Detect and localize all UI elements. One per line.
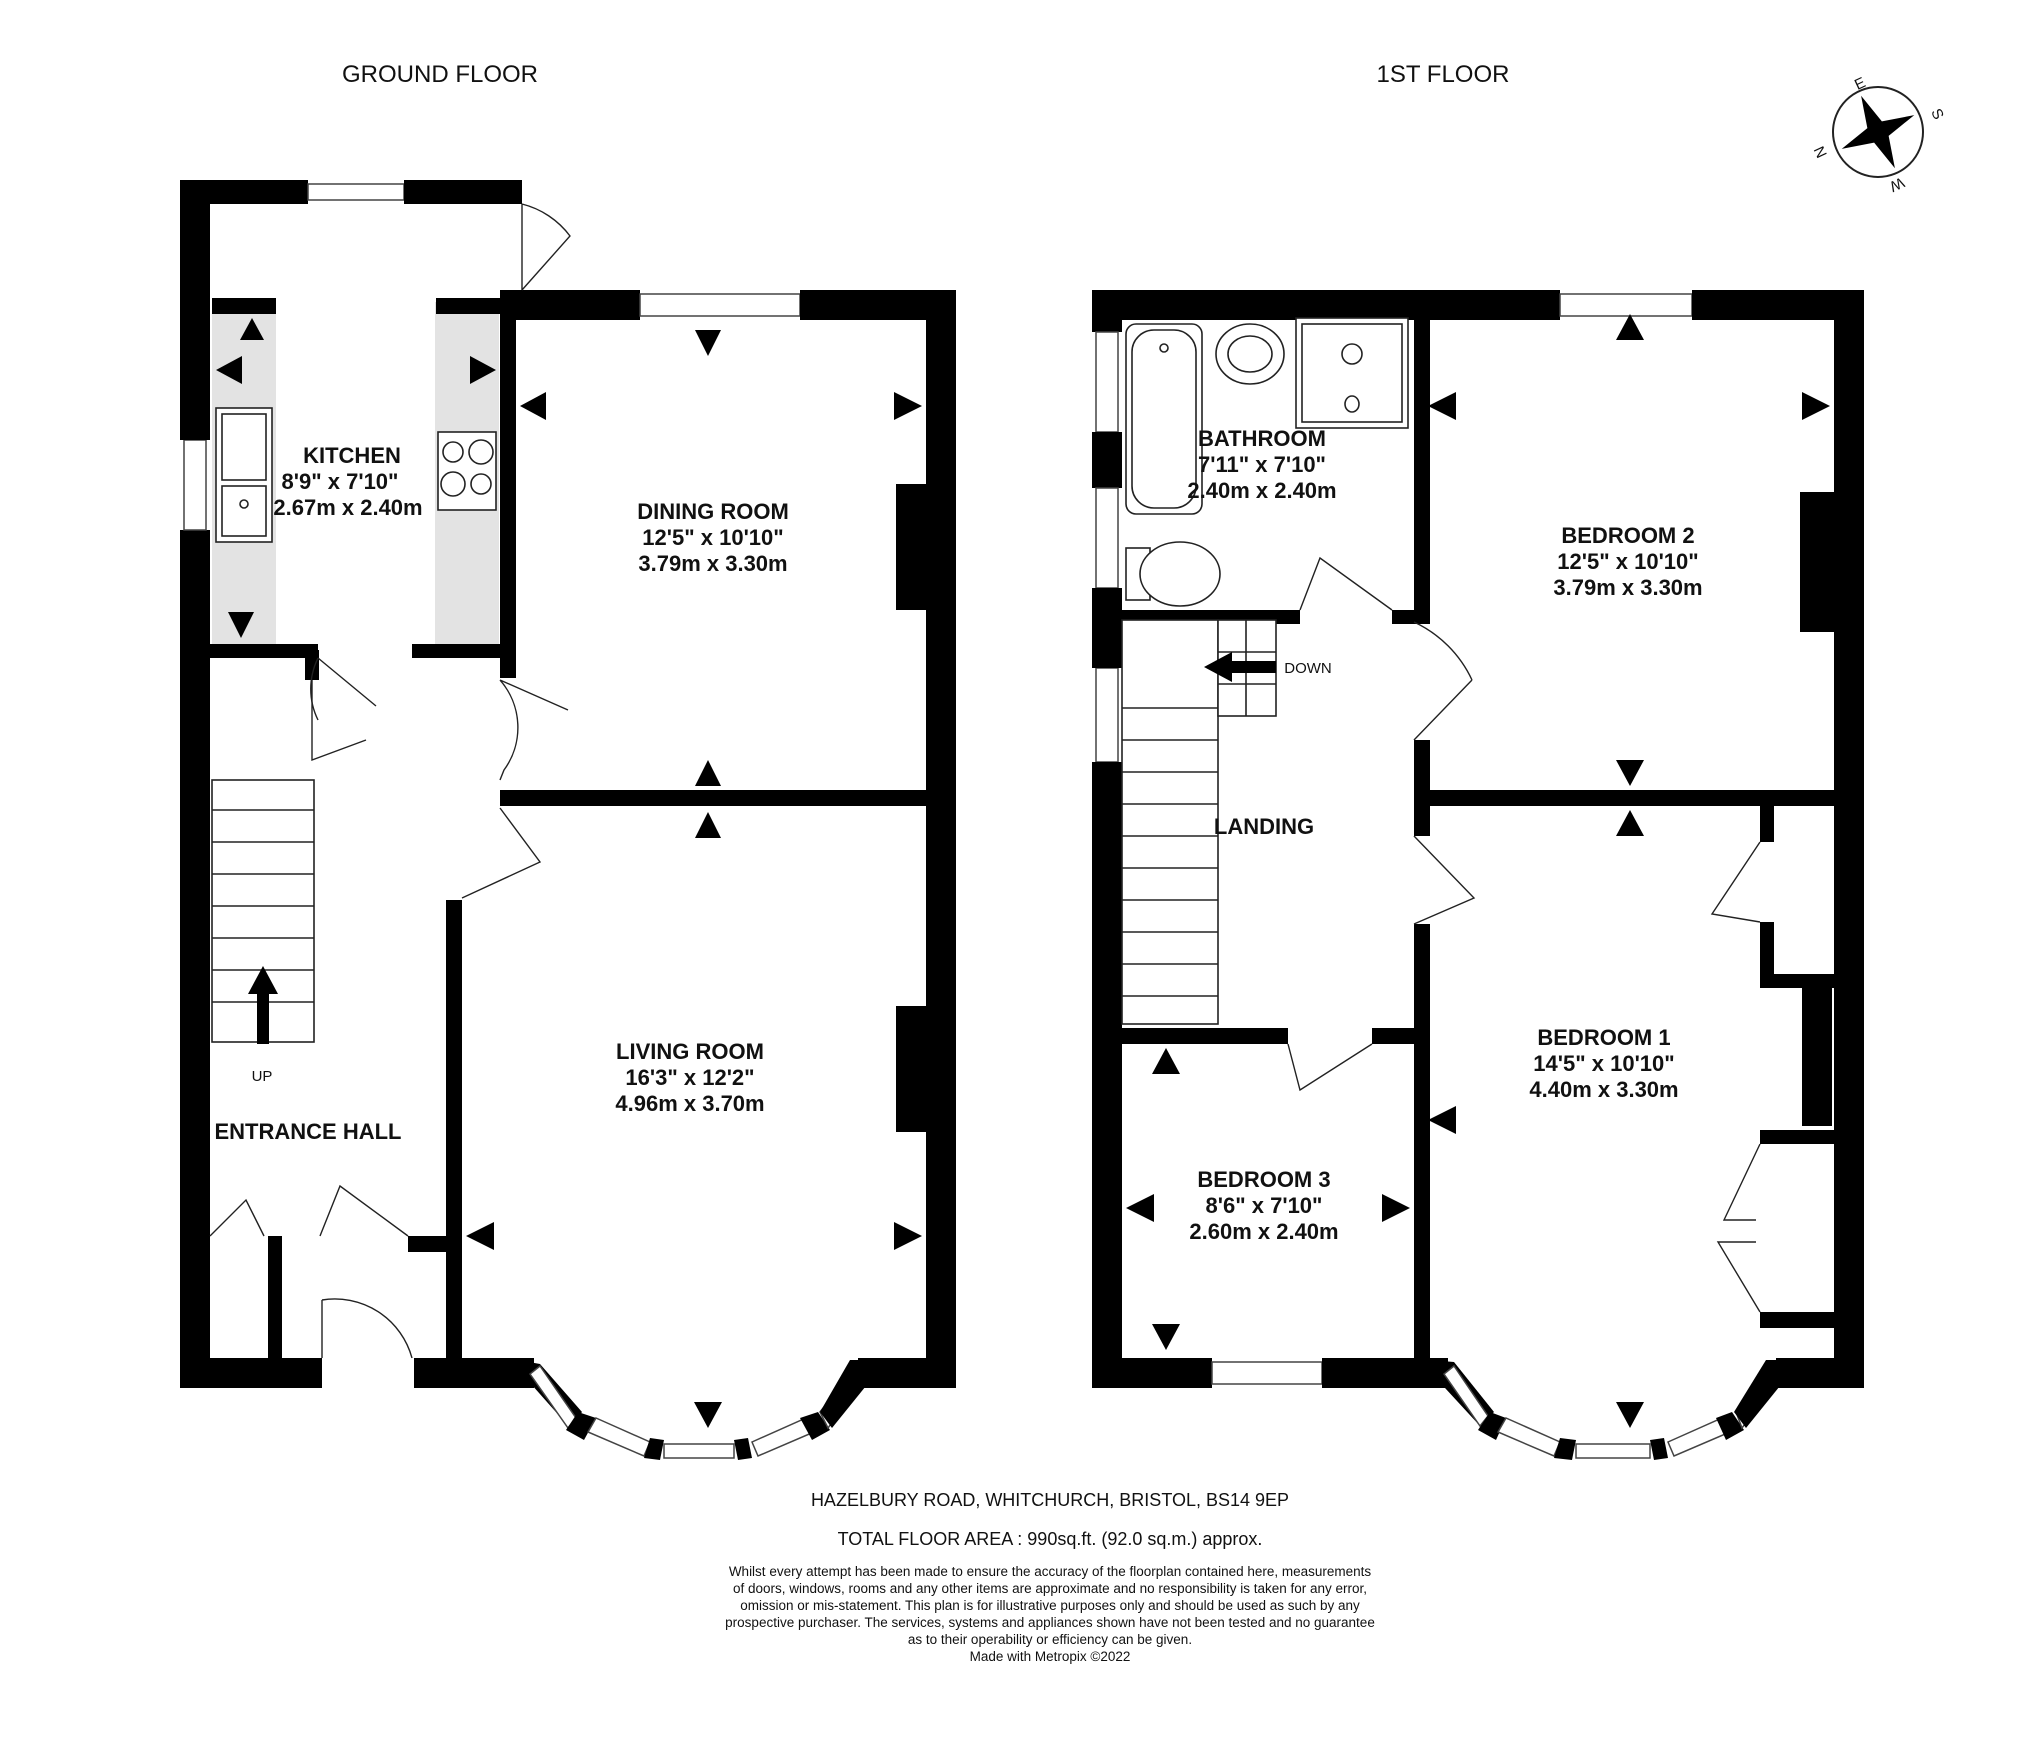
- dining-name: DINING ROOM: [637, 499, 789, 524]
- landing-name: LANDING: [1214, 814, 1314, 839]
- kitchen-imperial: 8'9" x 7'10": [282, 469, 399, 494]
- compass-n: N: [1811, 143, 1831, 160]
- disclaimer-line-5: as to their operability or efficiency ca…: [908, 1632, 1192, 1647]
- bathroom-window: [1095, 331, 1119, 433]
- property-address: HAZELBURY ROAD, WHITCHURCH, BRISTOL, BS1…: [811, 1490, 1289, 1510]
- kitchen-window-top: [307, 183, 405, 201]
- dining-window: [639, 293, 801, 317]
- disclaimer-line-4: prospective purchaser. The services, sys…: [725, 1615, 1375, 1630]
- shower-icon: [1295, 317, 1409, 429]
- ground-stairs: [211, 779, 315, 1044]
- bathroom-imperial: 7'11" x 7'10": [1198, 452, 1326, 477]
- disclaimer-line-1: Whilst every attempt has been made to en…: [729, 1564, 1372, 1579]
- dining-door: [499, 679, 569, 781]
- bedroom2-door: [1413, 621, 1473, 741]
- total-floor-area: TOTAL FLOOR AREA : 990sq.ft. (92.0 sq.m.…: [838, 1529, 1263, 1549]
- bedroom3-metric: 2.60m x 2.40m: [1189, 1219, 1338, 1244]
- dining-metric: 3.79m x 3.30m: [638, 551, 787, 576]
- front-door: [321, 1298, 413, 1359]
- stairs-up-arrow-icon: [257, 994, 269, 1044]
- living-name: LIVING ROOM: [616, 1039, 764, 1064]
- dining-imperial: 12'5" x 10'10": [642, 525, 783, 550]
- bathtub-icon: [1125, 323, 1203, 515]
- first-floor: DOWN B: [1092, 290, 1864, 1460]
- compass: N E S W: [1811, 74, 1947, 195]
- landing-window: [1095, 667, 1119, 763]
- entrance-hall-name: ENTRANCE HALL: [215, 1119, 402, 1144]
- first-floor-title: 1ST FLOOR: [1377, 61, 1510, 88]
- stairs-up-label: UP: [252, 1068, 273, 1085]
- first-floor-stairs: [1121, 619, 1277, 1025]
- ground-floor: UP KITCHEN 8'9" x 7'10" 2.: [180, 180, 956, 1460]
- washbasin-icon: [1215, 323, 1285, 385]
- bedroom1-door: [1413, 835, 1476, 925]
- cupboard-door: [311, 680, 367, 762]
- kitchen-name: KITCHEN: [303, 443, 401, 468]
- ground-floor-title: GROUND FLOOR: [342, 61, 538, 88]
- kitchen-window-left: [183, 439, 207, 531]
- bedroom2-name: BEDROOM 2: [1561, 523, 1694, 548]
- disclaimer-line-2: of doors, windows, rooms and any other i…: [733, 1581, 1367, 1596]
- bedroom1-cupboard-doors: [1716, 1143, 1761, 1313]
- bedroom3-name: BEDROOM 3: [1197, 1167, 1330, 1192]
- bedroom1-wardrobe-door: [1710, 841, 1761, 923]
- bedroom2-imperial: 12'5" x 10'10": [1557, 549, 1698, 574]
- compass-e: E: [1852, 74, 1868, 94]
- metropix-credit: Made with Metropix ©2022: [970, 1649, 1131, 1664]
- compass-w: W: [1886, 173, 1907, 195]
- footer: HAZELBURY ROAD, WHITCHURCH, BRISTOL, BS1…: [725, 1490, 1375, 1664]
- bedroom1-name: BEDROOM 1: [1537, 1025, 1670, 1050]
- bedroom2-window: [1559, 293, 1693, 317]
- bedroom3-window: [1211, 1361, 1323, 1385]
- bedroom1-metric: 4.40m x 3.30m: [1529, 1077, 1678, 1102]
- bathroom-door: [1299, 556, 1393, 611]
- kitchen-hall-door: [310, 657, 377, 721]
- bedroom3-imperial: 8'6" x 7'10": [1206, 1193, 1323, 1218]
- stairs-down-label: DOWN: [1284, 660, 1332, 677]
- living-imperial: 16'3" x 12'2": [625, 1065, 754, 1090]
- stairs-down-arrow-icon: [1232, 661, 1276, 673]
- porch-door-right: [319, 1184, 409, 1237]
- bedroom3-door: [1287, 1043, 1373, 1092]
- bedroom1-imperial: 14'5" x 10'10": [1533, 1051, 1674, 1076]
- kitchen-sink-icon: [215, 407, 273, 543]
- compass-star-icon: [1841, 95, 1915, 169]
- living-metric: 4.96m x 3.70m: [615, 1091, 764, 1116]
- hob-icon: [437, 431, 497, 511]
- bedroom1-bay-window: [1430, 1360, 1788, 1460]
- bedroom2-metric: 3.79m x 3.30m: [1553, 575, 1702, 600]
- bathroom-metric: 2.40m x 2.40m: [1187, 478, 1336, 503]
- living-bay-window: [518, 1360, 874, 1460]
- living-door: [461, 807, 542, 899]
- kitchen-metric: 2.67m x 2.40m: [273, 495, 422, 520]
- bathroom-name: BATHROOM: [1198, 426, 1326, 451]
- toilet-icon: [1125, 541, 1221, 607]
- kitchen-rear-door: [521, 203, 571, 291]
- compass-s: S: [1927, 106, 1947, 122]
- disclaimer-line-3: omission or mis-statement. This plan is …: [740, 1598, 1360, 1613]
- porch-door-left: [209, 1198, 265, 1237]
